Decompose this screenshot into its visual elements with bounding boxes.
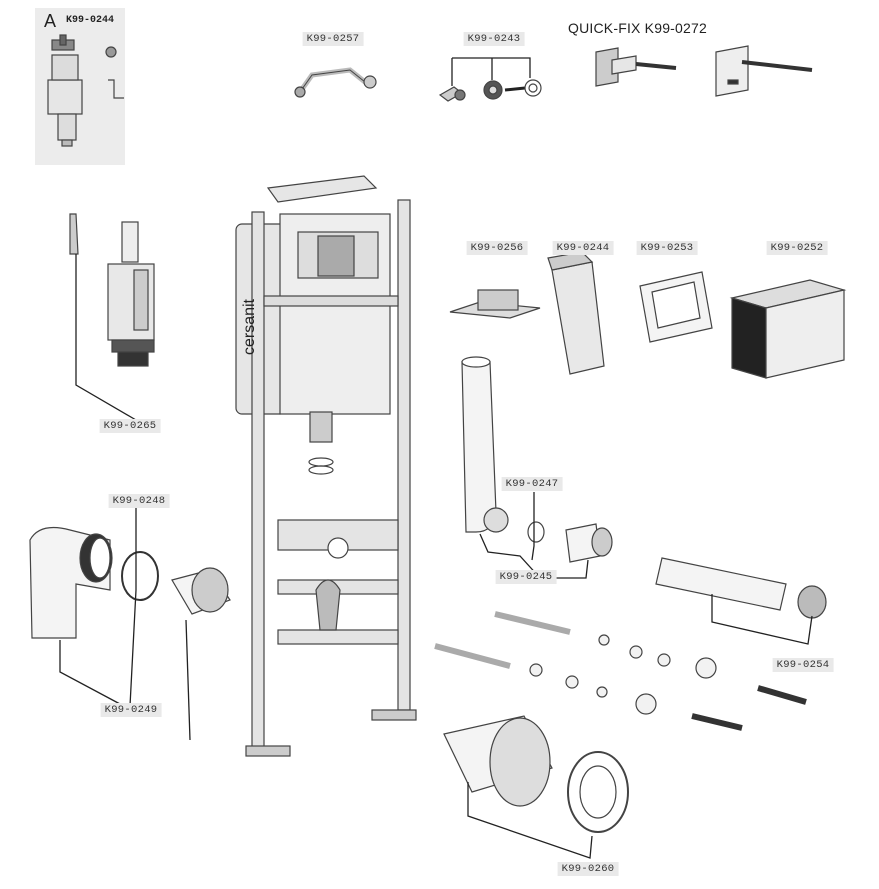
label-k99-0245: K99-0245 (495, 570, 557, 584)
quickfix-plate-part (715, 45, 813, 97)
quickfix-title: QUICK-FIX K99-0272 (568, 20, 707, 36)
fill-valve-part (47, 34, 124, 147)
extension-pipe-part (655, 557, 827, 619)
connection-cone-part (443, 715, 629, 833)
label-k99-0249: K99-0249 (100, 703, 162, 717)
label-k99-0243: K99-0243 (463, 32, 525, 46)
filter-part (547, 251, 605, 375)
brand-logo: cersanit (241, 298, 259, 356)
fasteners-part (434, 611, 807, 731)
label-k99-0257: K99-0257 (302, 32, 364, 46)
label-k99-0256: K99-0256 (466, 241, 528, 255)
bracket-part (449, 289, 541, 319)
label-k99-0265: K99-0265 (99, 419, 161, 433)
installation-frame-part (235, 175, 417, 757)
panel-a-letter: A (44, 11, 57, 31)
label-k99-0260: K99-0260 (557, 862, 619, 876)
elbow-pipe-part (29, 527, 231, 639)
quickfix-bracket-part (595, 47, 677, 87)
flush-valve-part (69, 213, 155, 367)
leader-lines (59, 57, 813, 859)
panel-a-code: K99-0244 (66, 15, 115, 26)
mounting-frame-part (639, 271, 713, 343)
label-k99-0253: K99-0253 (636, 241, 698, 255)
label-k99-0244: K99-0244 (552, 241, 614, 255)
label-k99-0254: K99-0254 (772, 658, 834, 672)
label-k99-0248: K99-0248 (108, 494, 170, 508)
flush-rod-part (294, 67, 377, 98)
drain-pipe-part (461, 356, 613, 563)
label-k99-0247: K99-0247 (501, 477, 563, 491)
label-k99-0252: K99-0252 (766, 241, 828, 255)
cover-box-part (729, 279, 847, 379)
connector-set-part (438, 79, 542, 102)
